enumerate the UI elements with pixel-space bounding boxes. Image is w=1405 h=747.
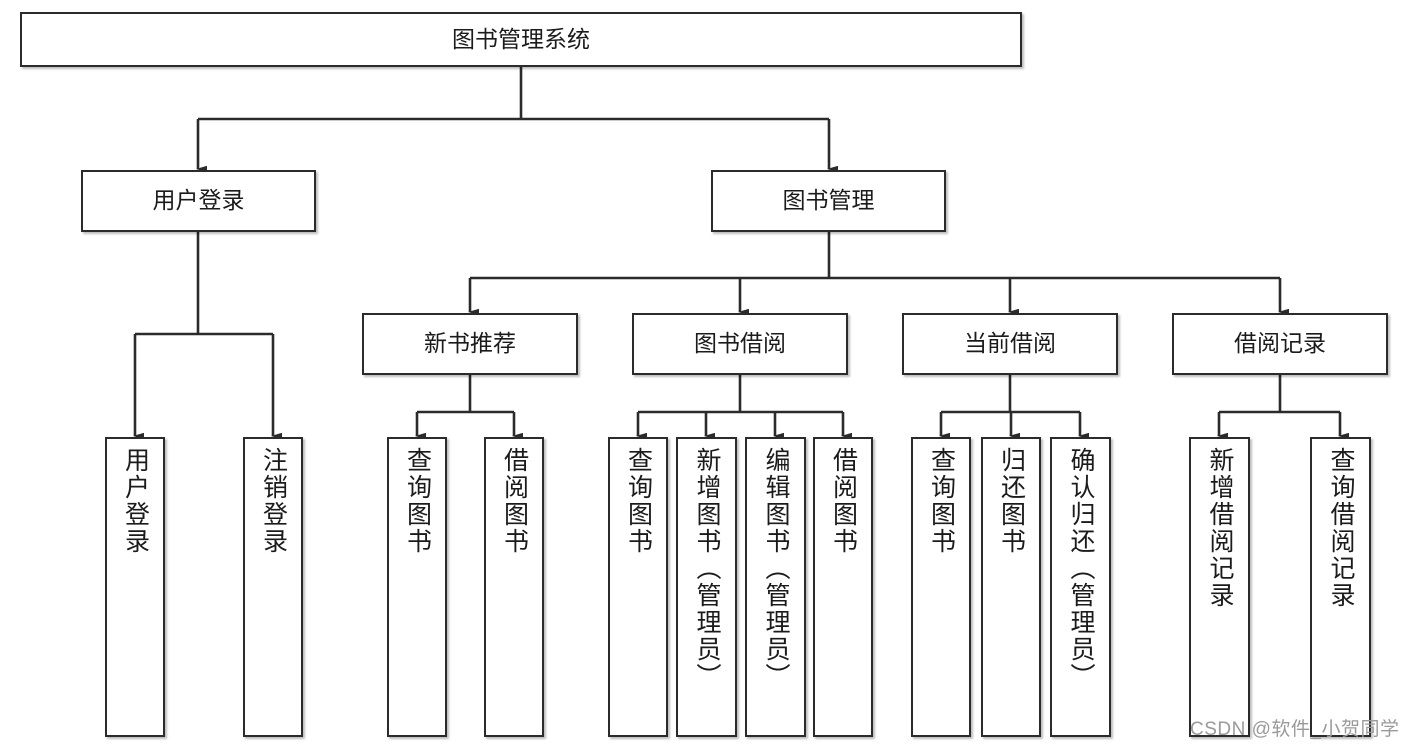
node-leaf-query-book-1[interactable]: 查询图书: [387, 437, 447, 737]
node-leaf-query-book-3-label: 查询图书: [927, 447, 956, 555]
node-leaf-add-book[interactable]: 新增图书（管理员）: [676, 437, 737, 737]
node-leaf-return-book[interactable]: 归还图书: [981, 437, 1041, 737]
node-borrow-record-label: 借阅记录: [1234, 330, 1326, 357]
csdn-watermark: CSDN @软件_小贺同学: [1190, 719, 1400, 740]
node-current-borrow-label: 当前借阅: [964, 330, 1056, 357]
node-leaf-logout[interactable]: 注销登录: [243, 437, 303, 737]
node-leaf-logout-label: 注销登录: [259, 447, 288, 555]
node-leaf-confirm-return[interactable]: 确认归还（管理员）: [1050, 437, 1111, 737]
connector-lines: [133, 67, 1349, 440]
node-book-borrow[interactable]: 图书借阅: [632, 313, 848, 375]
node-new-book-recommend-label: 新书推荐: [424, 330, 516, 357]
node-user-login[interactable]: 用户登录: [81, 170, 316, 232]
node-leaf-query-record[interactable]: 查询借阅记录: [1310, 437, 1371, 737]
node-user-login-label: 用户登录: [152, 187, 245, 214]
node-leaf-add-book-label: 新增图书（管理员）: [693, 447, 721, 690]
node-leaf-borrow-book-2-label: 借阅图书: [829, 447, 858, 555]
node-current-borrow[interactable]: 当前借阅: [902, 313, 1118, 375]
node-leaf-borrow-book-2[interactable]: 借阅图书: [813, 437, 873, 737]
node-leaf-confirm-return-label: 确认归还（管理员）: [1067, 447, 1095, 690]
node-leaf-return-book-label: 归还图书: [997, 447, 1026, 555]
node-leaf-query-book-3[interactable]: 查询图书: [911, 437, 971, 737]
node-book-manage[interactable]: 图书管理: [711, 170, 946, 232]
node-root-label: 图书管理系统: [452, 25, 590, 52]
node-book-manage-label: 图书管理: [782, 187, 875, 214]
node-leaf-query-book-1-label: 查询图书: [403, 447, 432, 555]
node-leaf-borrow-book-1[interactable]: 借阅图书: [484, 437, 544, 737]
node-leaf-edit-book-label: 编辑图书（管理员）: [762, 447, 790, 690]
node-leaf-add-record-label: 新增借阅记录: [1206, 447, 1234, 609]
node-new-book-recommend[interactable]: 新书推荐: [362, 313, 578, 375]
node-leaf-query-book-2-label: 查询图书: [624, 447, 653, 555]
node-leaf-edit-book[interactable]: 编辑图书（管理员）: [745, 437, 806, 737]
node-leaf-user-login-label: 用户登录: [121, 447, 150, 555]
node-borrow-record[interactable]: 借阅记录: [1172, 313, 1388, 375]
node-leaf-add-record[interactable]: 新增借阅记录: [1189, 437, 1250, 737]
node-leaf-user-login[interactable]: 用户登录: [105, 437, 165, 737]
node-leaf-borrow-book-1-label: 借阅图书: [500, 447, 529, 555]
node-leaf-query-book-2[interactable]: 查询图书: [608, 437, 668, 737]
node-book-borrow-label: 图书借阅: [694, 330, 786, 357]
node-root[interactable]: 图书管理系统: [20, 12, 1022, 67]
node-leaf-query-record-label: 查询借阅记录: [1327, 447, 1355, 609]
